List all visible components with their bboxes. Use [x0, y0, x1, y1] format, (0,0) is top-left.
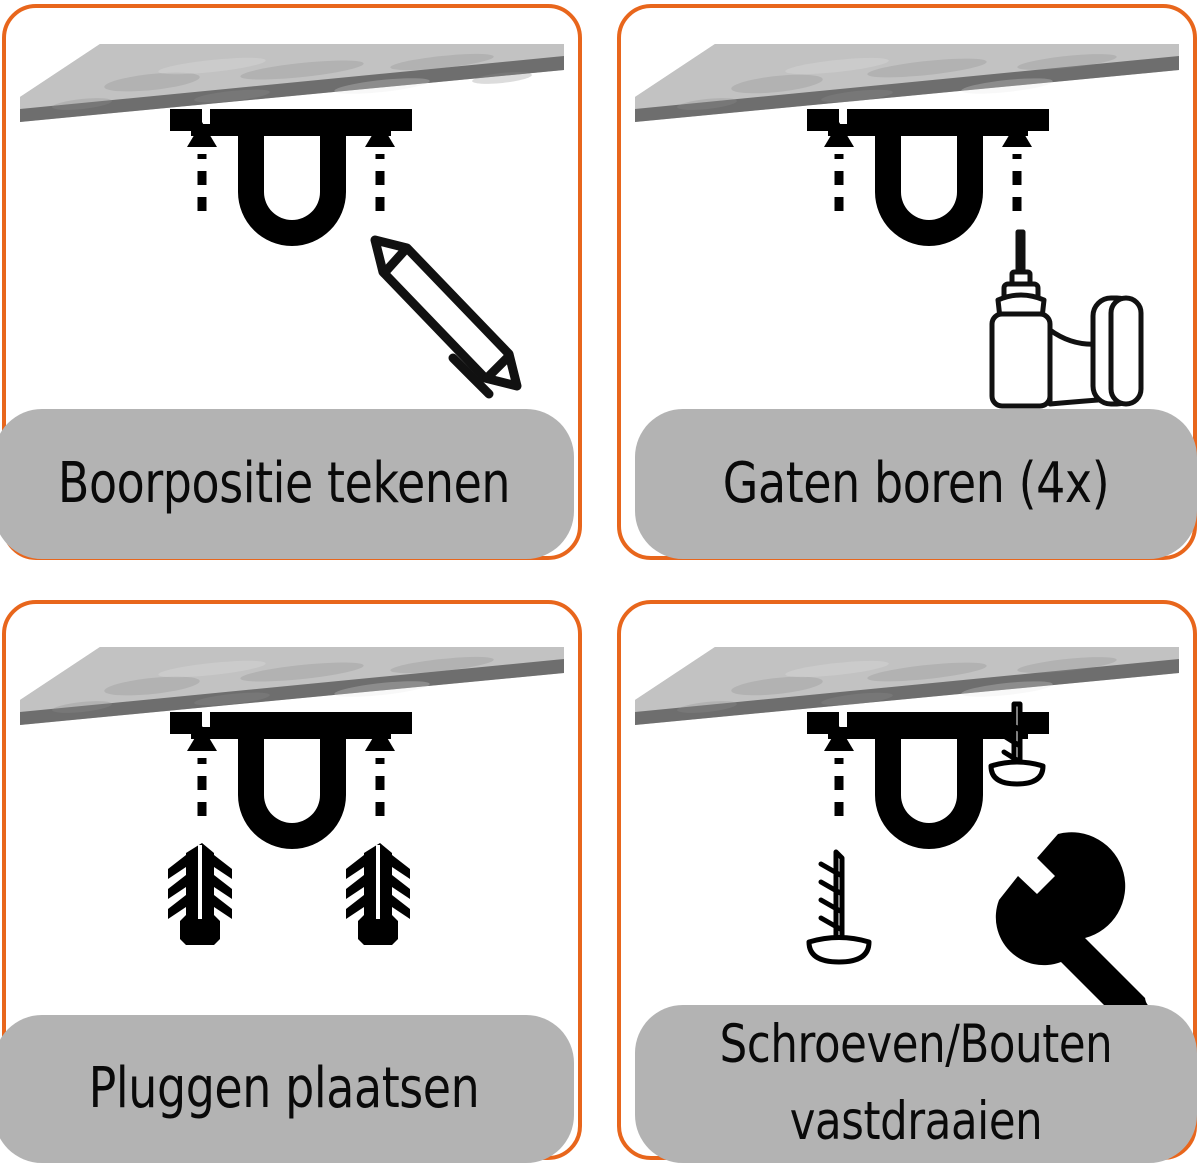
panel-2-illustration	[635, 44, 1179, 246]
up-arrow-dashed	[197, 154, 385, 211]
step-caption-label: Boorpositie tekenen	[57, 450, 511, 516]
screw-icon	[806, 849, 872, 965]
shelf-board-icon	[20, 44, 564, 122]
instruction-panel-step-4: Schroeven/Bouten vastdraaien	[617, 600, 1197, 1163]
panel-1-illustration	[20, 44, 564, 246]
up-arrow-head	[824, 122, 1032, 147]
step-caption: Schroeven/Bouten vastdraaien	[635, 1005, 1197, 1163]
instruction-panel-step-3: Pluggen plaatsen	[0, 600, 582, 1163]
step-caption-label: Gaten boren (4x)	[722, 450, 1110, 516]
wall-plug-icon	[168, 843, 410, 945]
step-caption: Pluggen plaatsen	[0, 1015, 574, 1163]
step-caption: Gaten boren (4x)	[635, 409, 1197, 559]
shelf-board-icon	[635, 44, 1179, 122]
step-caption-label: Pluggen plaatsen	[88, 1055, 480, 1121]
wall-bracket-icon	[170, 109, 412, 246]
wrench-icon	[995, 832, 1171, 1018]
step-caption-label: Schroeven/Bouten vastdraaien	[719, 1014, 1113, 1152]
up-arrow-head	[187, 726, 395, 751]
instruction-panel-step-2: Gaten boren (4x)	[617, 4, 1197, 560]
panel-4-illustration	[635, 647, 1179, 965]
up-arrow-dashed	[197, 758, 385, 816]
up-arrow-dashed	[834, 154, 1022, 211]
shelf-board-icon	[20, 647, 564, 725]
panel-3-illustration	[20, 647, 564, 945]
step-caption: Boorpositie tekenen	[0, 409, 574, 559]
wall-bracket-icon	[807, 109, 1049, 246]
drill-icon	[989, 229, 1144, 409]
up-arrow-head	[824, 726, 854, 751]
shelf-board-icon	[635, 647, 1179, 725]
instruction-panel-step-1: Boorpositie tekenen	[0, 4, 582, 560]
wall-bracket-icon	[170, 712, 412, 849]
pencil-icon	[370, 235, 522, 399]
up-arrow-head	[187, 122, 395, 147]
wall-bracket-icon	[807, 712, 1049, 849]
screw-icon-installed	[988, 701, 1046, 787]
